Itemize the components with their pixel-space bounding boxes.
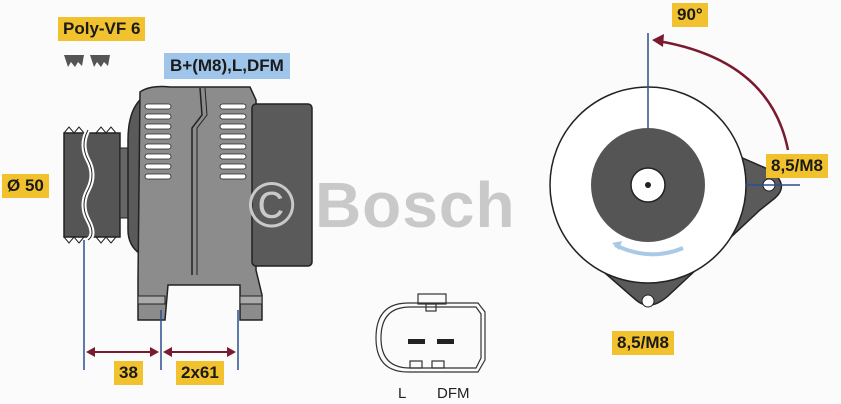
connector-pin-dfm: DFM [437,385,470,402]
connector-pin-l: L [398,385,407,402]
bosch-watermark: © Bosch [248,168,516,242]
belt-type-label: Poly-VF 6 [58,17,146,41]
connector-plug-icon [375,293,486,373]
dimension-arrows [86,347,236,357]
pulley-diameter-label: Ø 50 [2,174,49,198]
rotation-angle-label: 90° [672,3,708,27]
terminal-label: B+(M8),L,DFM [164,53,290,79]
brand-name: Bosch [314,169,516,241]
dimension-a-label: 38 [114,361,143,385]
belt-profile-icon [64,55,110,67]
alternator-front-view [549,86,783,308]
rotation-angle-arrow [652,34,790,151]
mount-bottom-label: 8,5/M8 [612,331,674,355]
dimension-b-label: 2x61 [176,361,224,385]
front-guide-lines [647,33,800,186]
mount-top-label: 8,5/M8 [766,154,828,178]
guide-lines [83,240,239,370]
copyright-symbol: © [248,169,297,241]
alternator-side-view [63,85,313,321]
